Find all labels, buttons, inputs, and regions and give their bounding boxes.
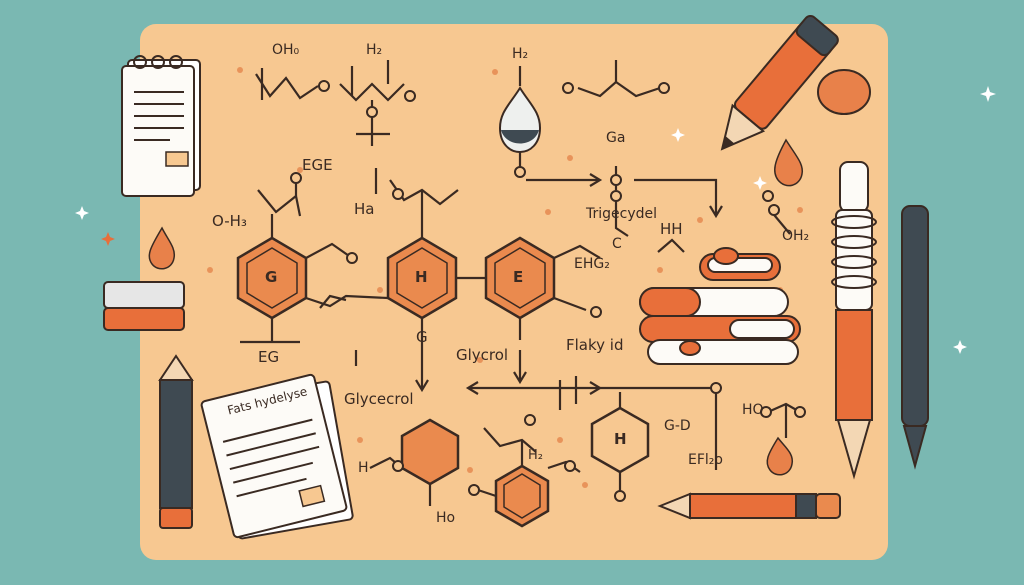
syringe-icon (831, 161, 877, 480)
label-efl: EFl₂o (688, 452, 723, 468)
label-trigecydel: Trigecydel (586, 206, 658, 222)
ring-label-g: G (265, 268, 278, 286)
label-glycrol: Glycrol (456, 346, 509, 364)
droplet-bottom-icon (766, 436, 794, 476)
pen-icon (720, 14, 839, 151)
report-notepad (200, 373, 354, 540)
label-h2-right: H₂ (512, 46, 529, 62)
label-ha: Ha (354, 200, 375, 218)
label-ege: EGE (302, 156, 333, 174)
label-ho-bottom: Ho (436, 510, 456, 526)
label-glycecrol: Glycecrol (344, 390, 414, 408)
label-hh: HH (660, 220, 683, 238)
droplet-right-icon (773, 138, 804, 187)
label-g-mid: G (416, 328, 428, 346)
pencil-bottom-icon (657, 492, 841, 520)
ring-label-h: H (415, 268, 428, 286)
label-ga: Ga (606, 130, 626, 146)
label-h2-top: H₂ (366, 42, 383, 58)
capsule-icon (817, 69, 871, 115)
label-h-bottom: H (358, 460, 369, 476)
label-oh-top-left: OH₀ (272, 42, 300, 58)
label-h2-bottom: H₂ (528, 448, 543, 463)
label-gd: G-D (664, 418, 691, 434)
hexagon-bottom-b (494, 464, 550, 528)
pencil-icon (158, 354, 194, 529)
atom-circles (290, 80, 806, 502)
flask-icon (498, 86, 542, 154)
label-ehg2: EHG₂ (574, 256, 610, 272)
label-flaky-id: Flaky id (566, 336, 624, 354)
label-ho-right: HO (742, 402, 764, 418)
notepad-icon (121, 55, 201, 197)
ring-label-e: E (513, 268, 524, 286)
eraser-icon (103, 281, 185, 331)
hexagon-h (386, 236, 458, 320)
book-stack-icon (639, 247, 801, 365)
label-c: C (612, 236, 622, 252)
droplet-icon (148, 226, 176, 270)
marker-icon (901, 205, 929, 470)
ring-label-small-h: H (614, 430, 627, 448)
label-oh2: OH₂ (782, 228, 810, 244)
label-eg: EG (258, 348, 280, 366)
sparkles (75, 86, 996, 354)
label-oh-left: O-H₃ (212, 212, 247, 230)
